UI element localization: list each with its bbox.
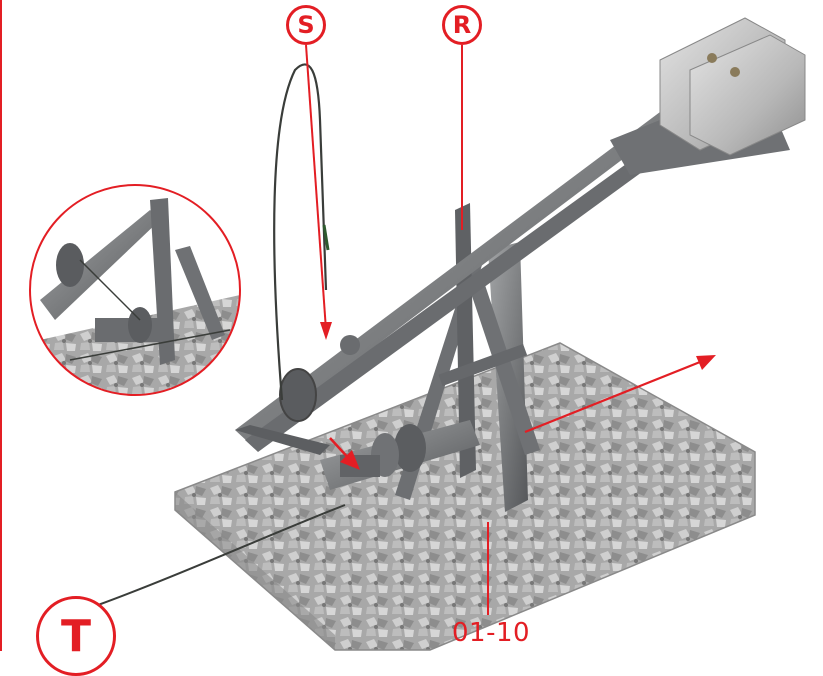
detail-inset bbox=[30, 185, 240, 395]
part-number-label: 01-10 bbox=[452, 618, 531, 648]
catapult-assembly-illustration bbox=[29, 17, 806, 651]
arm-pulley bbox=[279, 368, 317, 422]
callout-label-t: T bbox=[36, 596, 116, 676]
winch-assembly bbox=[320, 420, 480, 490]
callout-label-s: S bbox=[286, 5, 326, 45]
detail-inset-ring bbox=[29, 184, 241, 396]
launch-cord bbox=[97, 504, 346, 606]
direction-arrow-line bbox=[524, 358, 706, 434]
counterweights bbox=[659, 17, 806, 156]
page-left-border bbox=[0, 0, 2, 651]
callout-label-r: R bbox=[442, 5, 482, 45]
leader-s bbox=[305, 44, 327, 331]
direction-arrow-head bbox=[696, 355, 716, 370]
cord-loop bbox=[273, 63, 328, 401]
